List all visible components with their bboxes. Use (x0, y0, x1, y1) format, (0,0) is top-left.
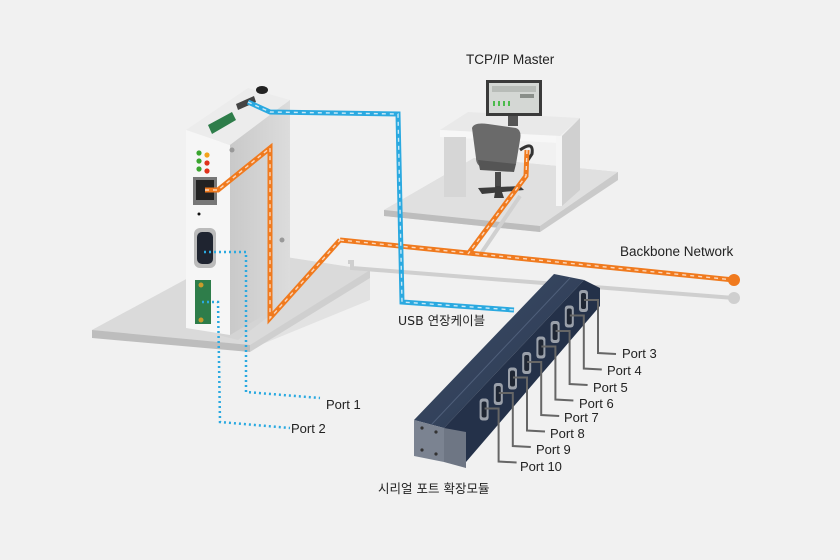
db9-socket-port10 (481, 401, 487, 418)
port-label-2: Port 2 (291, 421, 326, 436)
db9-socket-port5 (552, 324, 558, 340)
port-label-6: Port 6 (579, 396, 614, 411)
device-ethernet-cable (205, 142, 342, 325)
leader-line-port8 (513, 376, 546, 433)
db9-socket-port8 (510, 370, 515, 387)
port-label-3: Port 3 (622, 346, 657, 361)
port-leader-lines (479, 290, 617, 464)
port-label-5: Port 5 (593, 380, 628, 395)
leader-line-port7 (527, 361, 560, 417)
port2-cable (202, 300, 291, 430)
top-terminal-block-icon (208, 112, 236, 134)
leader-line-port3 (584, 299, 617, 355)
backbone-label: Backbone Network (620, 244, 734, 259)
screw-icon (229, 147, 235, 153)
backbone-network-line (339, 237, 735, 283)
office-chair (472, 123, 534, 198)
master-label: TCP/IP Master (466, 52, 555, 67)
db9-socket-port6 (538, 339, 544, 356)
port-label-8: Port 8 (550, 426, 585, 441)
leader-line-port6 (541, 345, 574, 402)
db9-socket-port4 (566, 308, 572, 325)
db9-socket-port3 (581, 293, 586, 309)
leader-line-port4 (569, 314, 602, 371)
backbone-endpoint (728, 274, 740, 286)
backbone-shadow-endpoint (728, 292, 740, 304)
port-label-7: Port 7 (564, 410, 599, 425)
backbone-shadow-line (348, 260, 735, 300)
port1-cable (204, 250, 321, 400)
leader-line-port10 (484, 407, 517, 464)
usb-cable-label: USB 연장케이블 (398, 313, 486, 328)
device-server (186, 86, 290, 340)
screw-icon (279, 237, 285, 243)
leader-line-port9 (498, 392, 531, 448)
port-label-1: Port 1 (326, 397, 361, 412)
usb-port-icon (236, 96, 256, 110)
port-label-10: Port 10 (520, 459, 562, 474)
power-button-icon (256, 86, 268, 94)
master-ethernet-cable (465, 149, 530, 256)
port-label-4: Port 4 (607, 363, 642, 378)
db9-socket-port9 (495, 386, 501, 402)
expansion-module-label: 시리얼 포트 확장모듈 (378, 481, 490, 496)
monitor (486, 80, 542, 126)
status-leds-icon (196, 150, 210, 174)
usb-extension-cable (246, 99, 515, 313)
db9-socket-port7 (524, 355, 530, 371)
port-label-9: Port 9 (536, 442, 571, 457)
leader-line-port5 (555, 330, 588, 386)
